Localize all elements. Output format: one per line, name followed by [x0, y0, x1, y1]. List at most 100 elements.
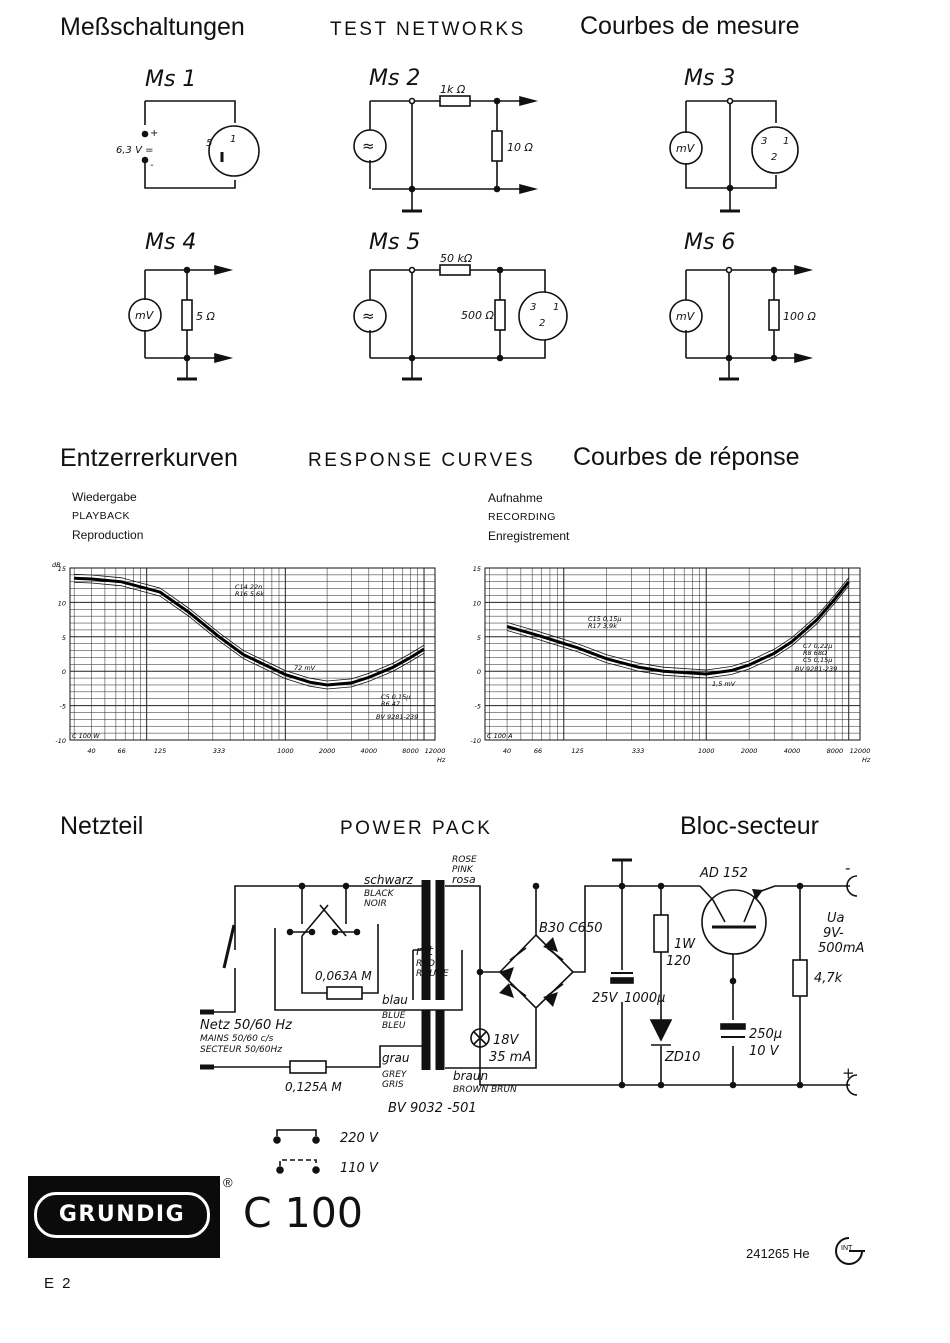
annotation-1: R17 3,9k — [588, 622, 617, 630]
ms4-label: Ms 4 — [145, 230, 196, 255]
x-tick-label: 333 — [213, 747, 225, 755]
recording-en: RECORDING — [488, 511, 556, 523]
x-tick-label: 125 — [571, 747, 583, 755]
ms1-minus: - — [150, 160, 154, 171]
cap1-voltage: 25V — [592, 991, 619, 1006]
tolerance-lower — [74, 581, 425, 690]
response-curve — [506, 580, 850, 676]
label-grey: GREY — [382, 1070, 408, 1080]
x-tick-label: 1000 — [277, 747, 294, 755]
y-tick-label: -10 — [55, 737, 66, 745]
test-circuits-diagram: Ms 1 6,3 V = + - 5 1 Ms 2 1k Ω 10 Ω ≈ Ms… — [116, 66, 816, 381]
circuit-ms3 — [669, 97, 799, 213]
title-en-power: POWER PACK — [340, 818, 493, 839]
circuit-ms5 — [353, 264, 568, 381]
annotation-4: R6 47 — [381, 700, 401, 708]
ms5-pin-c: 2 — [539, 318, 545, 329]
recording-fr: Enregistrement — [488, 529, 570, 543]
x-tick-label: 333 — [632, 747, 644, 755]
playback-de: Wiedergabe — [72, 490, 137, 504]
ms1-plus: + — [150, 128, 158, 139]
playback-fr: Reproduction — [72, 528, 144, 542]
title-fr-power: Bloc-secteur — [680, 812, 819, 840]
label-grau: grau — [382, 1051, 410, 1065]
label-secteur: SECTEUR 50/60Hz — [200, 1045, 282, 1055]
title-en-test-networks: TEST NETWORKS — [330, 19, 526, 40]
ms5-pin-b: 1 — [553, 302, 559, 313]
ms2-r-series: 1k Ω — [440, 83, 466, 96]
label-schwarz: schwarz — [364, 873, 414, 887]
ms3-meter: mV — [676, 142, 696, 155]
ms3-pin-c: 2 — [771, 152, 777, 163]
response-curve — [74, 576, 425, 687]
ms5-source: ≈ — [362, 307, 375, 325]
annotation-4: R8 68Ω — [803, 649, 827, 657]
circuit-ms1 — [141, 100, 260, 189]
v220-label: 220 V — [340, 1131, 379, 1146]
label-rosa: rosa — [452, 873, 476, 886]
tolerance-upper — [506, 577, 850, 671]
circuit-ms2 — [353, 95, 539, 213]
cap2-voltage: 10 V — [749, 1044, 780, 1059]
annotation-0: C15 0,15µ — [588, 615, 621, 623]
y-tick-label: -5 — [475, 703, 481, 711]
y-tick-label: 5 — [62, 634, 66, 642]
circuit-ms6 — [669, 264, 814, 381]
x-tick-label: 8000 — [402, 747, 419, 755]
label-red: RED — [416, 959, 435, 969]
label-brown-brun: BROWN BRUN — [453, 1085, 517, 1095]
ms4-r-load: 5 Ω — [196, 310, 215, 323]
power-pack-schematic: ROSE PINK rosa schwarz BLACK NOIR rot RE… — [200, 855, 864, 1176]
x-tick-label: 12000 — [425, 747, 446, 755]
r2-value: 4,7k — [814, 971, 843, 986]
y-tick-label: 0 — [477, 668, 481, 676]
ms6-label: Ms 6 — [684, 230, 735, 255]
lamp-label: 18V — [493, 1033, 520, 1048]
output-plus: + — [842, 1064, 855, 1082]
recording-de: Aufnahme — [488, 491, 543, 505]
output-minus: - — [845, 859, 850, 877]
annotation-6: BV 9281-239 — [795, 665, 837, 673]
output-current: 500mA — [818, 941, 864, 956]
x-tick-label: 1000 — [698, 747, 715, 755]
x-axis-label: Hz — [862, 756, 871, 764]
y-tick-label: 0 — [62, 668, 66, 676]
annotation-7: C 100 A — [487, 732, 513, 740]
y-tick-label: -5 — [60, 703, 66, 711]
annotation-5: BV 9281-239 — [376, 713, 418, 721]
annotation-3: C5 0,15µ — [381, 693, 410, 701]
tolerance-upper — [74, 573, 425, 682]
y-tick-label: 10 — [473, 599, 481, 607]
v110-label: 110 V — [340, 1161, 379, 1176]
int-mark-icon: INT — [835, 1237, 865, 1265]
ms4-meter: mV — [135, 309, 155, 322]
y-tick-label: -10 — [470, 737, 481, 745]
y-tick-label: 10 — [58, 599, 66, 607]
ms2-label: Ms 2 — [369, 66, 420, 91]
zener-label: ZD10 — [664, 1050, 700, 1065]
annotation-2: 1,5 mV — [712, 680, 736, 688]
output-ua: Ua — [827, 911, 845, 926]
x-tick-label: 4000 — [784, 747, 801, 755]
label-blau: blau — [382, 993, 408, 1007]
grundig-logo: GRUNDIG — [28, 1176, 220, 1258]
y-tick-label: 5 — [477, 634, 481, 642]
title-de-test-networks: Meßschaltungen — [60, 13, 245, 41]
x-tick-label: 8000 — [827, 747, 844, 755]
label-mains: MAINS 50/60 c/s — [200, 1034, 274, 1044]
output-voltage: 9V- — [823, 926, 844, 941]
fuse2-label: 0,125A M — [285, 1080, 342, 1094]
annotation-3: C7 0,22µ — [803, 642, 832, 650]
ms5-label: Ms 5 — [369, 230, 420, 255]
document-number: 241265 He — [746, 1246, 810, 1261]
x-tick-label: 4000 — [361, 747, 378, 755]
label-netz: Netz 50/60 Hz — [200, 1018, 293, 1033]
label-blue: BLUE — [382, 1011, 406, 1021]
y-tick-label: 15 — [58, 565, 66, 573]
title-en-response: RESPONSE CURVES — [308, 450, 536, 471]
label-rot: rot — [416, 944, 434, 958]
ms3-pin-a: 3 — [761, 136, 767, 147]
x-tick-label: 40 — [503, 747, 511, 755]
